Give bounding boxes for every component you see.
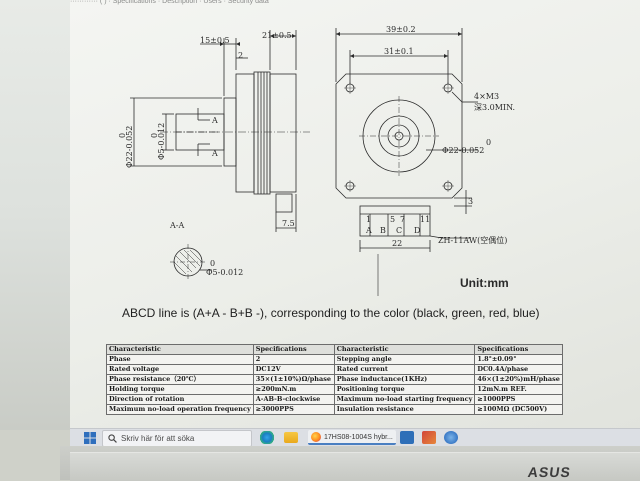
windows-start-icon[interactable] bbox=[84, 432, 96, 444]
office-icon[interactable] bbox=[422, 431, 436, 444]
monitor-bezel-inner bbox=[70, 452, 640, 481]
table-row: Direction of rotation A-AB-B-clockwise M… bbox=[106, 394, 563, 405]
dim-boss-front: Φ22-0.052 bbox=[442, 146, 484, 155]
table-cell: 12mN.m REF. bbox=[474, 384, 563, 395]
section-title: A-A bbox=[169, 221, 184, 230]
table-row: Holding torque ≥200mN.m Positioning torq… bbox=[106, 384, 563, 395]
motor-drawing: 15±0.5 21±0.5 2 A A 7.5 Φ22-0.052 0 Φ5-0… bbox=[118, 25, 515, 296]
screw-note-1: 4×M3 bbox=[474, 92, 499, 101]
table-cell: 35×(1±10%)Ω/phase bbox=[252, 374, 335, 385]
table-cell: ≥3000PPS bbox=[252, 404, 335, 415]
pin-number-1: 1 bbox=[366, 215, 371, 224]
dim-boss-side: Φ22-0.052 bbox=[125, 126, 134, 168]
dim-15: 15±0.5 bbox=[200, 36, 230, 45]
table-header-cell: Characteristic bbox=[106, 344, 254, 355]
dim-2: 2 bbox=[238, 51, 243, 60]
section-a-top: A bbox=[211, 116, 218, 125]
firefox-icon bbox=[311, 432, 321, 442]
pin-letter-b: B bbox=[380, 226, 386, 235]
table-cell: 2 bbox=[252, 354, 335, 365]
connector-label: ZH-11AW(空偶位) bbox=[438, 235, 507, 245]
table-cell: Phase bbox=[106, 354, 254, 365]
dim-22: 22 bbox=[392, 239, 402, 248]
pin-number-5: 5 bbox=[390, 215, 395, 224]
monitor-bezel bbox=[60, 446, 640, 481]
store-icon[interactable] bbox=[400, 431, 414, 444]
spec-table: Characteristic Specifications Characteri… bbox=[106, 344, 563, 415]
connector-outline bbox=[359, 205, 431, 237]
taskbar-search-box[interactable]: Skriv här för att söka bbox=[102, 430, 252, 447]
table-header-cell: Specifications bbox=[252, 344, 335, 355]
top-tab-strip: ············ ( ) · Specifications · Desc… bbox=[70, 0, 269, 5]
pin-letter-a: A bbox=[365, 226, 372, 235]
section-a-bottom: A bbox=[211, 149, 218, 158]
table-cell: Positioning torque bbox=[333, 384, 476, 395]
dim-shaft-section-upper: 0 bbox=[210, 259, 215, 268]
dim-shaft-section: Φ5-0.012 bbox=[206, 268, 243, 277]
dim-31: 31±0.1 bbox=[384, 47, 414, 56]
dim-21: 21±0.5 bbox=[262, 31, 292, 40]
dim-39: 39±0.2 bbox=[386, 25, 416, 34]
app-icon[interactable] bbox=[444, 431, 458, 444]
table-cell: Rated current bbox=[333, 364, 476, 375]
table-cell: Phase resistance（20℃） bbox=[106, 374, 254, 385]
table-cell: Phase inductance(1KHz) bbox=[333, 374, 476, 385]
table-cell: Direction of rotation bbox=[106, 394, 254, 405]
dim-shaft-side: Φ5-0.012 bbox=[157, 123, 166, 160]
monitor-screen: ············ ( ) · Specifications · Desc… bbox=[70, 0, 640, 428]
table-cell: ≥1000PPS bbox=[474, 394, 563, 405]
table-cell: DC0.4A/phase bbox=[474, 364, 563, 375]
dim-boss-front-upper: 0 bbox=[486, 138, 491, 147]
dim-3: 3 bbox=[468, 197, 473, 206]
table-cell: 46×(1±20%)mH/phase bbox=[474, 374, 563, 385]
edge-icon[interactable] bbox=[260, 431, 274, 444]
screw-note-2: 深3.0MIN. bbox=[474, 103, 515, 112]
pin-letter-d: D bbox=[414, 226, 420, 235]
dim-boss-side-upper: 0 bbox=[118, 133, 127, 138]
table-cell: DC12V bbox=[252, 364, 335, 375]
background-wall bbox=[0, 0, 70, 430]
pin-number-7: 7 bbox=[400, 215, 405, 224]
table-header-cell: Specifications bbox=[474, 344, 563, 355]
table-header-row: Characteristic Specifications Characteri… bbox=[106, 344, 563, 355]
table-cell: ≥100MΩ (DC500V) bbox=[474, 404, 563, 415]
table-cell: Maximum no-load operation frequency bbox=[106, 404, 254, 415]
abcd-line-note: ABCD line is (A+A - B+B -), correspondin… bbox=[122, 306, 540, 320]
firefox-task-label: 17HS08-1004S hybr... bbox=[324, 434, 393, 441]
pin-letter-c: C bbox=[396, 226, 402, 235]
table-row: Rated voltage DC12V Rated current DC0.4A… bbox=[106, 364, 563, 375]
table-cell: Maximum no-load starting frequency bbox=[333, 394, 476, 405]
table-cell: Rated voltage bbox=[106, 364, 254, 375]
table-row: Phase 2 Stepping angle 1.8°±0.09° bbox=[106, 354, 563, 365]
unit-label: Unit:mm bbox=[460, 276, 509, 290]
table-cell: Stepping angle bbox=[333, 354, 476, 365]
table-cell: ≥200mN.m bbox=[252, 384, 335, 395]
front-outline bbox=[335, 73, 463, 199]
table-cell: Holding torque bbox=[106, 384, 254, 395]
table-row: Maximum no-load operation frequency ≥300… bbox=[106, 404, 563, 415]
search-icon bbox=[108, 434, 117, 443]
monitor-brand-logo: ASUS bbox=[526, 464, 573, 480]
table-header-cell: Characteristic bbox=[333, 344, 476, 355]
table-cell: 1.8°±0.09° bbox=[474, 354, 563, 365]
windows-taskbar: Skriv här för att söka 17HS08-1004S hybr… bbox=[70, 428, 640, 447]
dim-shaft-side-upper: 0 bbox=[150, 133, 159, 138]
table-row: Phase resistance（20℃） 35×(1±10%)Ω/phase … bbox=[106, 374, 563, 385]
table-cell: A-AB-B-clockwise bbox=[252, 394, 335, 405]
dim-7-5: 7.5 bbox=[282, 219, 295, 228]
file-explorer-icon[interactable] bbox=[284, 432, 298, 443]
table-cell: Insulation resistance bbox=[333, 404, 476, 415]
search-placeholder: Skriv här för att söka bbox=[121, 434, 195, 443]
firefox-taskbar-item[interactable]: 17HS08-1004S hybr... bbox=[308, 430, 396, 445]
pin-number-11: 11 bbox=[420, 215, 430, 224]
